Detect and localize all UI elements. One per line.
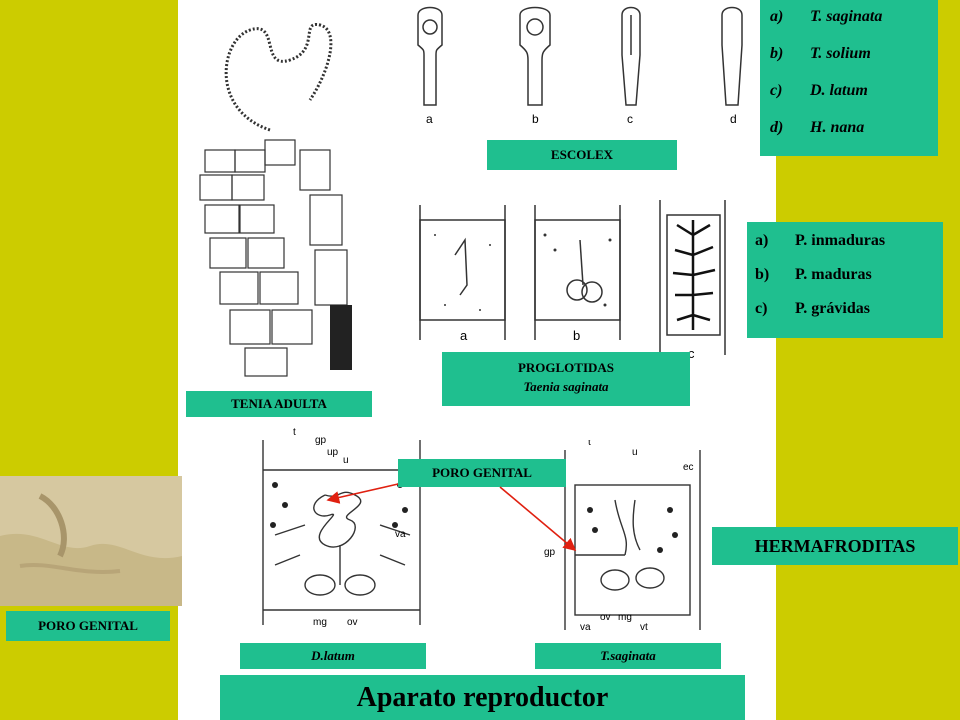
dlatum-label: D.latum (240, 643, 426, 669)
genital-pore-arrows (326, 483, 577, 552)
photo-genital-pore-label: PORO GENITAL (6, 611, 170, 641)
scolex-title-label: ESCOLEX (487, 140, 677, 170)
scolex-letter-a: a (426, 112, 433, 125)
tsag-annot-u: u (632, 447, 638, 458)
dlatum-annot-u: u (343, 455, 349, 466)
tsag-annot-gp: gp (544, 547, 556, 558)
scolex-species-item: d)H. nana (770, 119, 865, 136)
hermaphrodites-label: HERMAFRODITAS (712, 527, 958, 565)
tsag-annot-va: va (580, 622, 591, 633)
scolex-species-item: b)T. solium (770, 45, 871, 62)
tsag-annot-ec: ec (683, 462, 694, 473)
dlatum-annot-t: t (293, 427, 296, 438)
dlatum-annot-mg: mg (313, 617, 327, 628)
scolex-species-list: a)T. saginata b)T. solium c)D. latum d)H… (760, 0, 938, 156)
tsag-annot-t: t (588, 440, 591, 448)
genital-pore-photo (0, 476, 182, 606)
scolex-drawings: a b c d (417, 6, 743, 125)
main-title: Aparato reproductor (220, 675, 745, 720)
proglottid-stages-list: a)P. inmaduras b)P. maduras c)P. grávida… (747, 222, 943, 338)
adult-tapeworm-drawing (199, 23, 352, 377)
proglottid-letter-c: c (688, 346, 695, 361)
dlatum-annot-up: up (327, 447, 339, 458)
dlatum-reproductive-drawing: t gp up u va mg ov (262, 427, 421, 628)
adult-title-label: TENIA ADULTA (186, 391, 372, 417)
proglottid-letter-b: b (573, 328, 580, 343)
dlatum-annot-ov: ov (347, 617, 358, 628)
tsag-annot-vt: vt (640, 622, 648, 633)
tsag-annot-ov: ov (600, 612, 611, 623)
tsaginata-reproductive-drawing: t u ec gp va ov mg vt (544, 440, 701, 633)
proglottid-subtitle: Taenia saginata (523, 379, 609, 394)
proglottid-stage-item: b)P. maduras (755, 266, 872, 283)
proglottid-title-label: PROGLOTIDAS Taenia saginata (442, 352, 690, 406)
proglottid-stage-item: c)P. grávidas (755, 300, 870, 317)
tsag-annot-mg: mg (618, 612, 632, 623)
genital-pore-label: PORO GENITAL (398, 459, 566, 487)
scolex-species-item: c)D. latum (770, 82, 868, 99)
tsaginata-label: T.saginata (535, 643, 721, 669)
dlatum-annot-gp: gp (315, 435, 327, 446)
proglottid-title: PROGLOTIDAS (517, 360, 615, 375)
proglottid-drawings: a b c (419, 200, 726, 361)
scolex-letter-d: d (730, 112, 737, 125)
scolex-species-item: a)T. saginata (770, 8, 883, 25)
dlatum-annot-va: va (395, 529, 406, 540)
scolex-letter-b: b (532, 112, 539, 125)
proglottid-stage-item: a)P. inmaduras (755, 232, 886, 249)
proglottid-letter-a: a (460, 328, 468, 343)
scolex-letter-c: c (627, 112, 633, 125)
